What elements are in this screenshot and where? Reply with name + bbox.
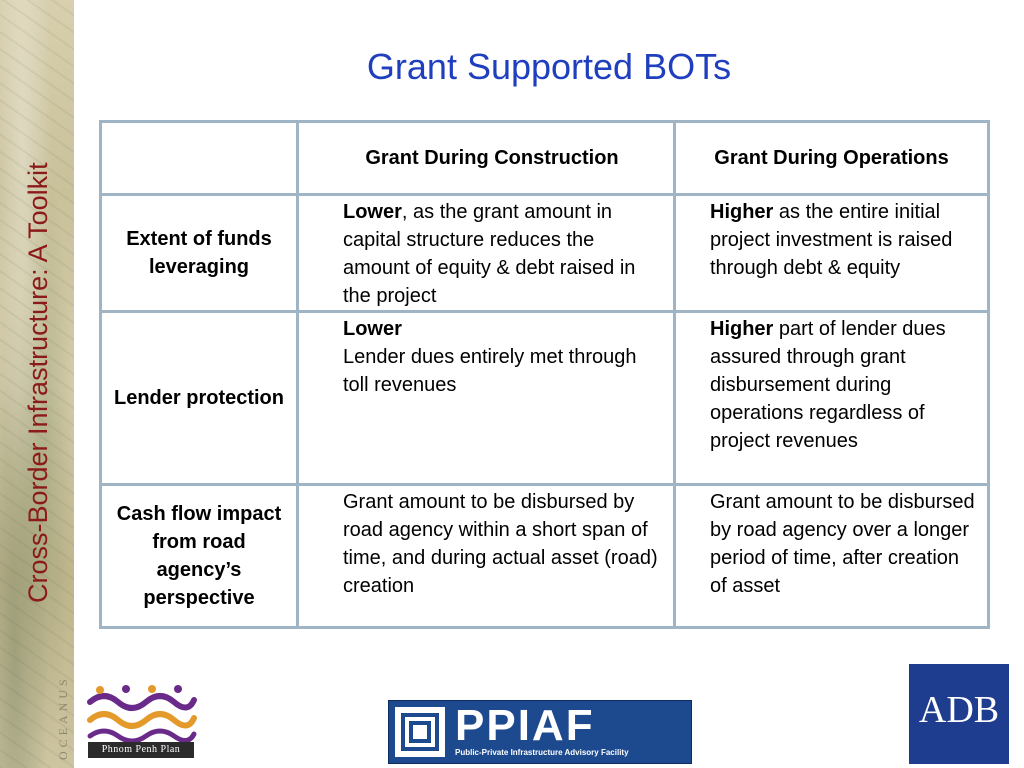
- map-faint-text: OCEANUS: [56, 675, 70, 760]
- comparison-table: Grant During Construction Grant During O…: [99, 120, 990, 629]
- cell-lead: Higher: [710, 318, 774, 340]
- cell-operations-funds-leveraging: Higher as the entire initial project inv…: [673, 193, 990, 313]
- cell-lead: Lower: [343, 201, 402, 223]
- row-label-funds-leveraging: Extent of funds leveraging: [99, 193, 299, 313]
- cell-lead: Lower: [343, 318, 402, 340]
- cell-text: as the entire initial project investment…: [710, 201, 953, 279]
- adb-wordmark: ADB: [918, 689, 1000, 731]
- decorative-map-strip: OCEANUS: [0, 0, 74, 768]
- table-header-row: Grant During Construction Grant During O…: [99, 120, 990, 196]
- ppiaf-emblem-icon: [395, 707, 445, 757]
- ppiaf-logo: PPIAF Public-Private Infrastructure Advi…: [388, 700, 692, 764]
- header-grant-operations: Grant During Operations: [673, 120, 990, 196]
- cell-text: Grant amount to be disbursed by road age…: [710, 491, 975, 597]
- header-grant-construction: Grant During Construction: [296, 120, 676, 196]
- cell-construction-cash-flow: Grant amount to be disbursed by road age…: [296, 483, 676, 629]
- ppiaf-wordmark: PPIAF: [455, 701, 595, 750]
- row-label-lender-protection: Lender protection: [99, 310, 299, 486]
- phnom-penh-plan-label: Phnom Penh Plan: [88, 742, 194, 758]
- adb-logo: ADB: [909, 664, 1009, 764]
- logo-waves-icon: [87, 685, 197, 744]
- cell-text: , as the grant amount in capital structu…: [343, 201, 636, 307]
- header-empty-cell: [99, 120, 299, 196]
- cell-text: Grant amount to be disbursed by road age…: [343, 491, 658, 597]
- phnom-penh-plan-logo: [87, 685, 197, 744]
- cell-text: part of lender dues assured through gran…: [710, 318, 946, 452]
- table-row: Extent of funds leveraging Lower, as the…: [99, 193, 990, 313]
- cell-operations-cash-flow: Grant amount to be disbursed by road age…: [673, 483, 990, 629]
- ppiaf-subtitle: Public-Private Infrastructure Advisory F…: [455, 748, 629, 757]
- cell-text: Lender dues entirely met through toll re…: [343, 346, 637, 396]
- cell-construction-funds-leveraging: Lower, as the grant amount in capital st…: [296, 193, 676, 313]
- cell-operations-lender-protection: Higher part of lender dues assured throu…: [673, 310, 990, 486]
- toolkit-side-title: Cross-Border Infrastructure: A Toolkit: [23, 162, 53, 604]
- cell-lead: Higher: [710, 201, 774, 223]
- table-row: Cash flow impact from road agency’s pers…: [99, 483, 990, 629]
- slide-title: Grant Supported BOTs: [366, 46, 732, 87]
- row-label-cash-flow-impact: Cash flow impact from road agency’s pers…: [99, 483, 299, 629]
